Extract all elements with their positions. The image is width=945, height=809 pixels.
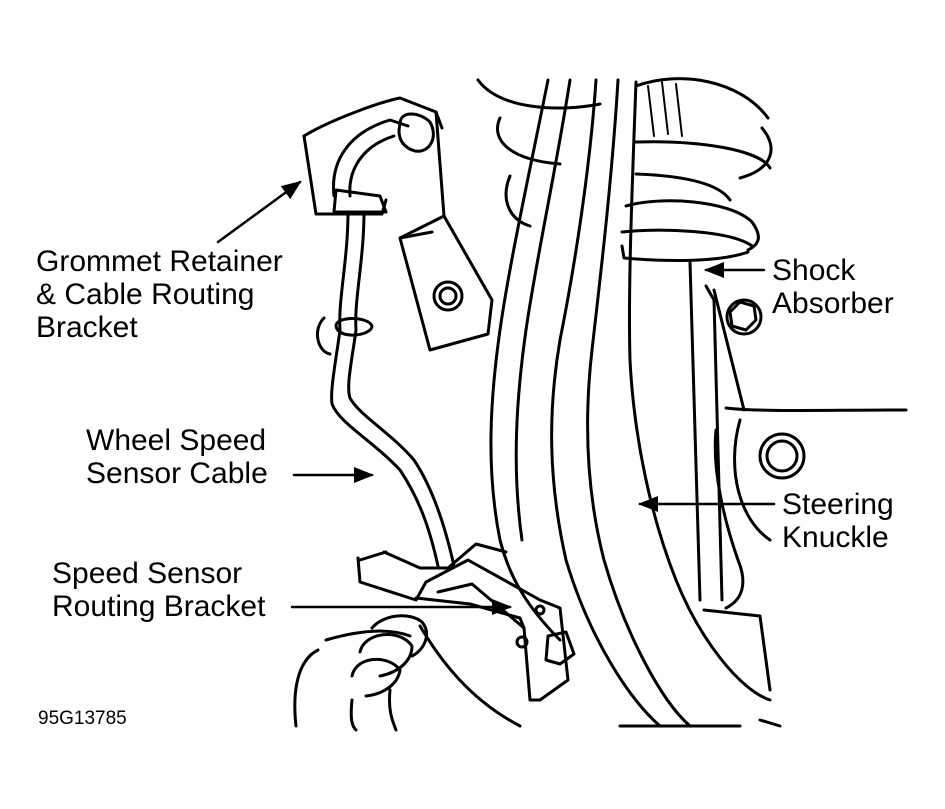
arrow-grommet <box>216 180 302 244</box>
steering-knuckle <box>489 78 908 728</box>
label-grommet-retainer: Grommet Retainer & Cable Routing Bracket <box>36 245 283 344</box>
label-steering-knuckle: Steering Knuckle <box>782 488 894 554</box>
figure-number: 95G13785 <box>38 708 127 729</box>
brake-hose <box>293 614 522 732</box>
grommet-retainer-bracket <box>302 96 494 352</box>
label-speed-sensor-routing-bracket: Speed Sensor Routing Bracket <box>52 557 266 623</box>
label-wheel-speed-sensor-cable: Wheel Speed Sensor Cable <box>86 424 268 490</box>
sensor-cable <box>315 210 456 568</box>
label-shock-absorber: Shock Absorber <box>772 254 894 320</box>
shock-absorber <box>620 199 772 692</box>
shock-bolt <box>725 298 763 336</box>
coil-spring <box>476 77 773 228</box>
knuckle-hole <box>758 432 806 480</box>
